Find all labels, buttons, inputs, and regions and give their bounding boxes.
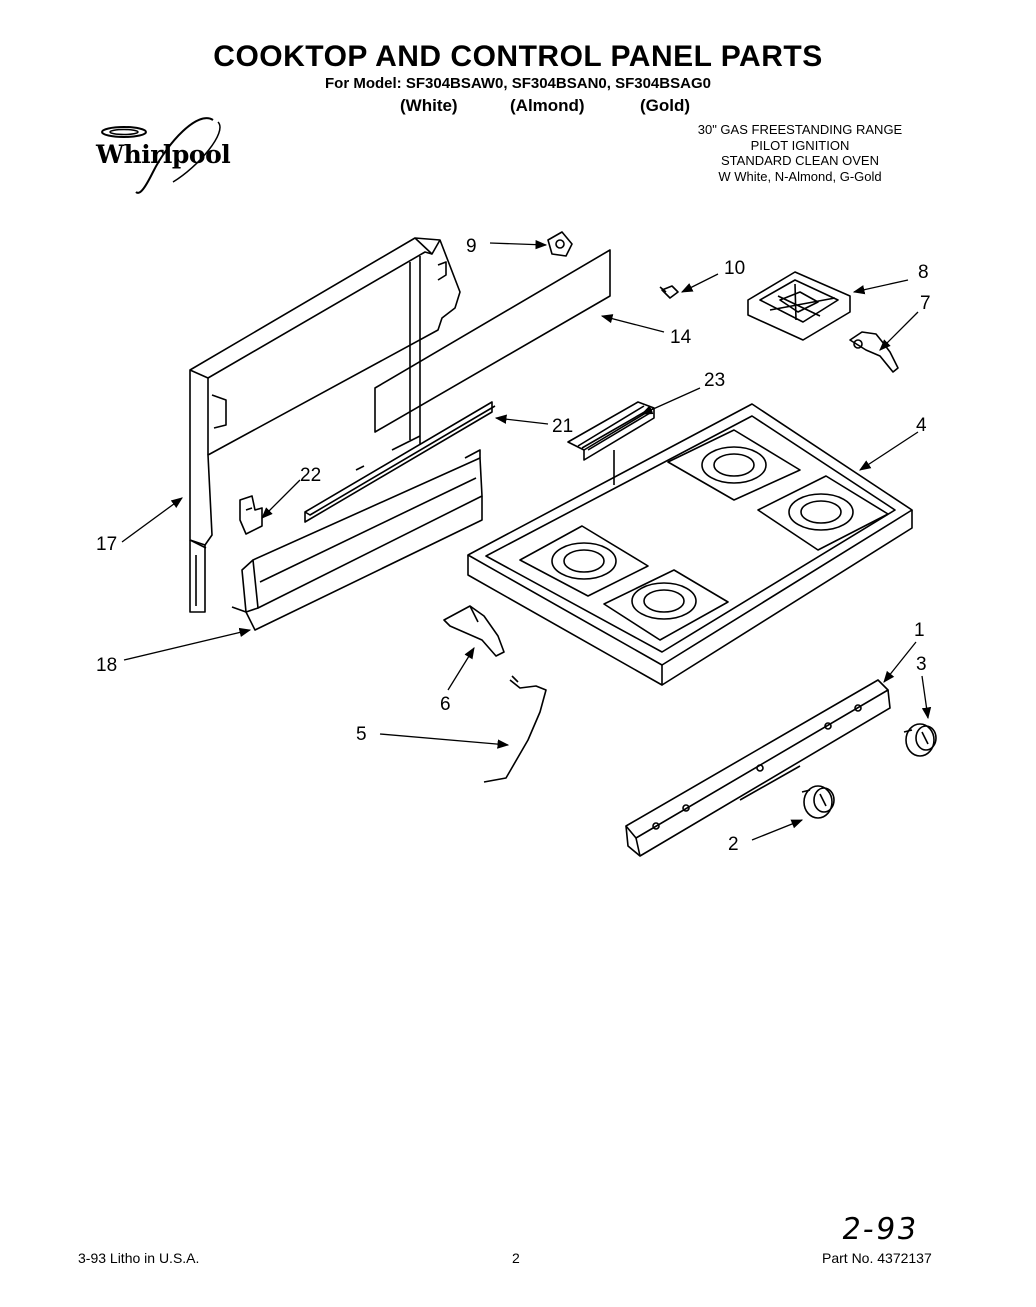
callout-8: 8 <box>918 262 929 283</box>
control-rail-part-1 <box>625 679 891 857</box>
callout-23: 23 <box>704 370 725 391</box>
callout-17: 17 <box>96 534 117 555</box>
color-gold-label: (Gold) <box>640 96 691 115</box>
burner-grate-part-8 <box>747 271 851 341</box>
info-line: 30" GAS FREESTANDING RANGE <box>697 122 903 137</box>
vent-trim-part-23 <box>567 401 655 485</box>
callout-3: 3 <box>916 654 927 675</box>
callout-numbers: 9 10 8 7 14 23 21 4 22 17 18 1 3 6 5 2 <box>96 236 931 855</box>
callout-7: 7 <box>920 293 931 314</box>
knob-part-2 <box>801 785 835 819</box>
backguard-frame-part-17 <box>189 237 461 613</box>
screw-part-10 <box>659 285 679 299</box>
callout-21: 21 <box>552 416 573 437</box>
whirlpool-logo-swirl <box>101 117 221 194</box>
leader-lines <box>121 239 932 841</box>
page-title: COOKTOP AND CONTROL PANEL PARTS <box>213 40 823 73</box>
manifold-panel-part-18 <box>231 449 483 631</box>
callout-9: 9 <box>466 236 477 257</box>
callout-14: 14 <box>670 327 692 348</box>
callout-1: 1 <box>914 620 925 641</box>
model-info: 30" GAS FREESTANDING RANGE PILOT IGNITIO… <box>650 122 950 184</box>
whirlpool-logo-text: Whirlpool <box>96 140 231 169</box>
callout-2: 2 <box>728 834 739 855</box>
callout-10: 10 <box>724 258 745 279</box>
callout-18: 18 <box>96 655 117 676</box>
gas-tube-part-5 <box>483 675 547 783</box>
info-line: STANDARD CLEAN OVEN <box>721 153 879 168</box>
callout-6: 6 <box>440 694 451 715</box>
info-line: W White, N-Almond, G-Gold <box>718 168 882 184</box>
wing-nut-part-9 <box>547 231 573 257</box>
info-line: PILOT IGNITION <box>750 137 850 153</box>
callout-22: 22 <box>300 465 321 486</box>
callout-5: 5 <box>356 724 367 745</box>
pilot-bracket-part-7 <box>849 331 899 373</box>
bracket-clip-part-22 <box>239 495 263 535</box>
part-number: Part No. 4372137 <box>822 1250 932 1266</box>
footer-litho: 3-93 Litho in U.S.A. <box>78 1250 200 1266</box>
color-almond-label: (Almond) <box>510 96 585 115</box>
pilot-shield-part-6 <box>443 605 505 657</box>
color-white-label: (White) <box>400 96 458 115</box>
page-number: 2 <box>512 1250 520 1266</box>
control-panel-glass-part-14 <box>374 249 611 433</box>
model-numbers: For Model: SF304BSAW0, SF304BSAN0, SF304… <box>325 75 711 92</box>
callout-4: 4 <box>916 415 927 436</box>
knob-part-3 <box>903 723 937 757</box>
handwritten-date-note: 2-93 <box>839 1212 921 1247</box>
cooktop-part-4 <box>467 403 913 686</box>
trim-strip-part-21 <box>304 401 496 523</box>
